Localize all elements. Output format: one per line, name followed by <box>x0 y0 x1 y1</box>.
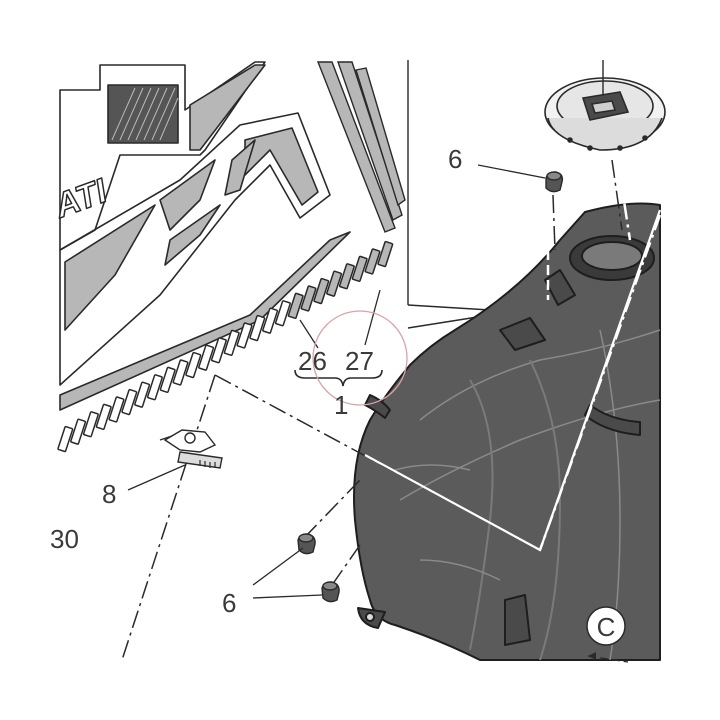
decal-stripe <box>300 285 317 312</box>
decal-chevron-gray-3 <box>244 127 319 206</box>
callout-6-bottom: 6 <box>222 588 236 618</box>
decal-hatched-block <box>107 84 179 144</box>
decal-stripe <box>70 418 87 445</box>
callout-26: 26 <box>298 346 327 376</box>
view-marker: C <box>586 606 629 663</box>
decal-diagonal-stripes <box>316 61 406 233</box>
grommet-top <box>545 171 564 193</box>
decal-chevron-outer <box>59 112 331 386</box>
decal-stripe <box>134 381 151 408</box>
decal-stripe <box>313 277 330 305</box>
decal-stripe <box>121 388 138 416</box>
fuel-cap <box>544 60 666 151</box>
decal-stripe <box>351 255 368 282</box>
decal-stripe <box>377 240 394 268</box>
decal-stripe <box>159 366 176 393</box>
callout-brace <box>294 369 383 387</box>
tank-body <box>353 202 661 661</box>
grommet-lower-2 <box>321 581 340 603</box>
dark-leader-lines <box>121 159 623 661</box>
decal-chevron-gray-1 <box>64 204 156 331</box>
decal-stripe <box>146 374 163 401</box>
decal-lower-band <box>59 231 351 411</box>
decal-stripe <box>210 337 227 364</box>
decal-stripe-row <box>57 240 394 453</box>
decal-stripe <box>95 403 112 430</box>
decal-stripe <box>57 425 74 453</box>
callout-27: 27 <box>345 346 374 376</box>
decal-stripe <box>82 411 99 438</box>
grommet-lower-1 <box>297 533 316 555</box>
tank-overlay-outline <box>364 209 662 552</box>
clip-bracket <box>159 429 223 469</box>
decal-stripe <box>198 344 215 371</box>
decal-brand-text: ATI <box>49 171 113 225</box>
decal-stripe <box>338 263 355 290</box>
callout-leaders <box>127 164 546 599</box>
decal-stripe <box>249 314 266 342</box>
callout-1: 1 <box>334 390 348 420</box>
decal-stripe <box>262 307 279 334</box>
decal-stripe <box>185 351 202 379</box>
decal-chevron-gray-5 <box>164 204 221 266</box>
decal-stripe <box>364 248 381 275</box>
decal-stripe <box>287 292 304 319</box>
decal-gray-block-top <box>189 64 266 151</box>
decal-stripe <box>223 329 240 356</box>
decal-chevron-gray-4 <box>224 139 256 196</box>
edge-text-30: 30 <box>50 524 79 554</box>
callout-8: 8 <box>102 479 116 509</box>
decal-chevron-gray-2 <box>159 159 216 231</box>
highlight-circle <box>312 310 408 406</box>
view-marker-label: C <box>597 612 616 642</box>
frame-lines <box>407 60 491 329</box>
decal-stripe <box>172 359 189 386</box>
decal-stripe <box>108 396 125 423</box>
callout-6-top: 6 <box>448 144 462 174</box>
decal-stripe <box>236 322 253 349</box>
decal-stripe <box>326 270 343 297</box>
fuel-tank <box>353 202 661 661</box>
decal-stripe <box>274 300 291 327</box>
